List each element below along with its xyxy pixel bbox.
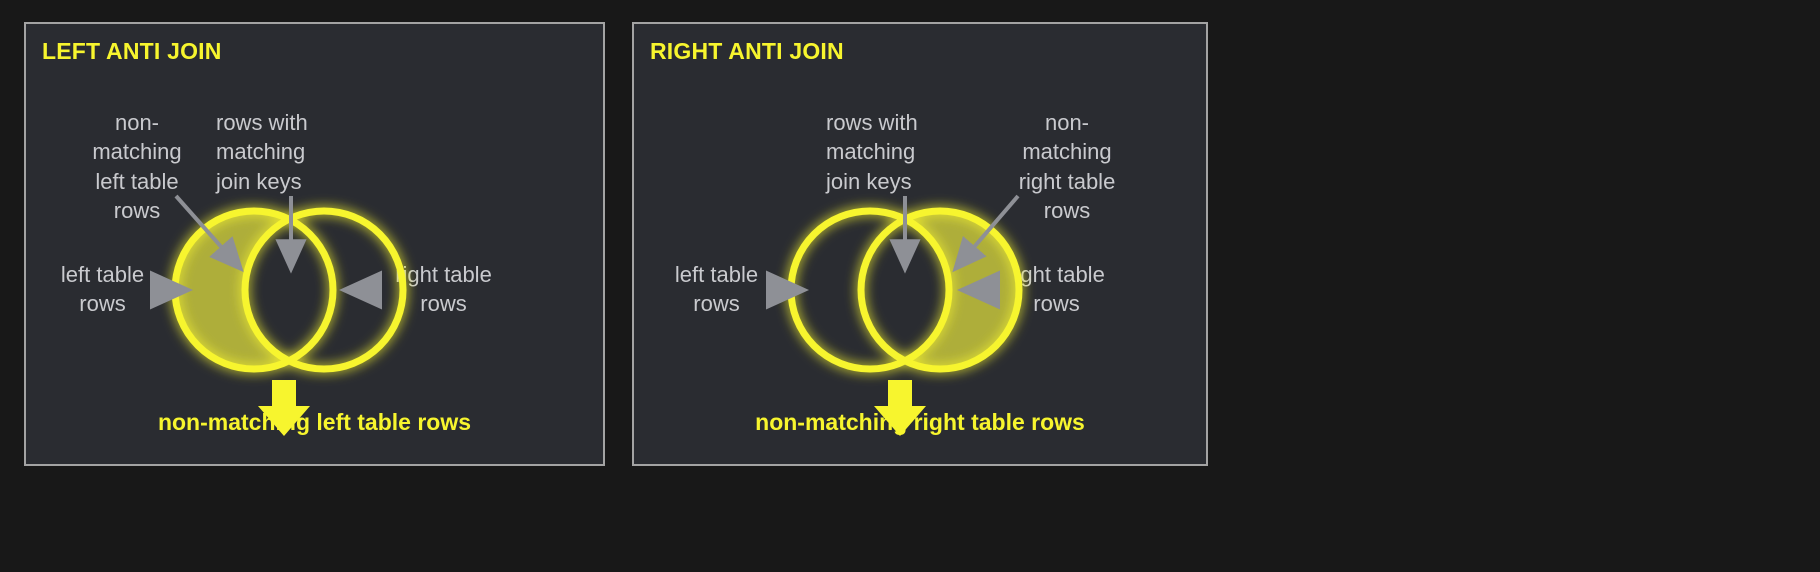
annotation-rows-with-matching-join-keys: rows with matching join keys [216, 110, 308, 194]
venn-diagram-right-anti-join [634, 24, 1206, 464]
panel-title: LEFT ANTI JOIN [42, 38, 222, 64]
panel-caption: non-matching left table rows [157, 409, 472, 435]
annotation-non-matching-right-table-rows: non- matching right table rows [1018, 110, 1116, 223]
panel-title: RIGHT ANTI JOIN [650, 38, 844, 64]
venn-left-only-fill [175, 211, 333, 369]
annotation-right-table-rows: right table rows [395, 262, 492, 317]
venn-circle-left [787, 207, 953, 373]
annotation-non-matching-left-table-rows: non- matching left table rows [92, 110, 182, 223]
annotation-rows-with-matching-join-keys: rows with matching join keys [826, 110, 918, 194]
panel-right-anti-join: RIGHT ANTI JOIN rows with matching join … [632, 22, 1208, 466]
annotation-right-table-rows: right table rows [1008, 262, 1105, 317]
annotation-left-table-rows: left table rows [674, 262, 759, 317]
panel-left-anti-join: LEFT ANTI JOIN non- matching left table … [24, 22, 605, 466]
venn-diagram-left-anti-join [26, 24, 603, 464]
annotation-left-table-rows: left table rows [60, 262, 145, 317]
venn-circle-left [171, 207, 337, 373]
panel-caption: non-matching right table rows [755, 409, 1085, 435]
